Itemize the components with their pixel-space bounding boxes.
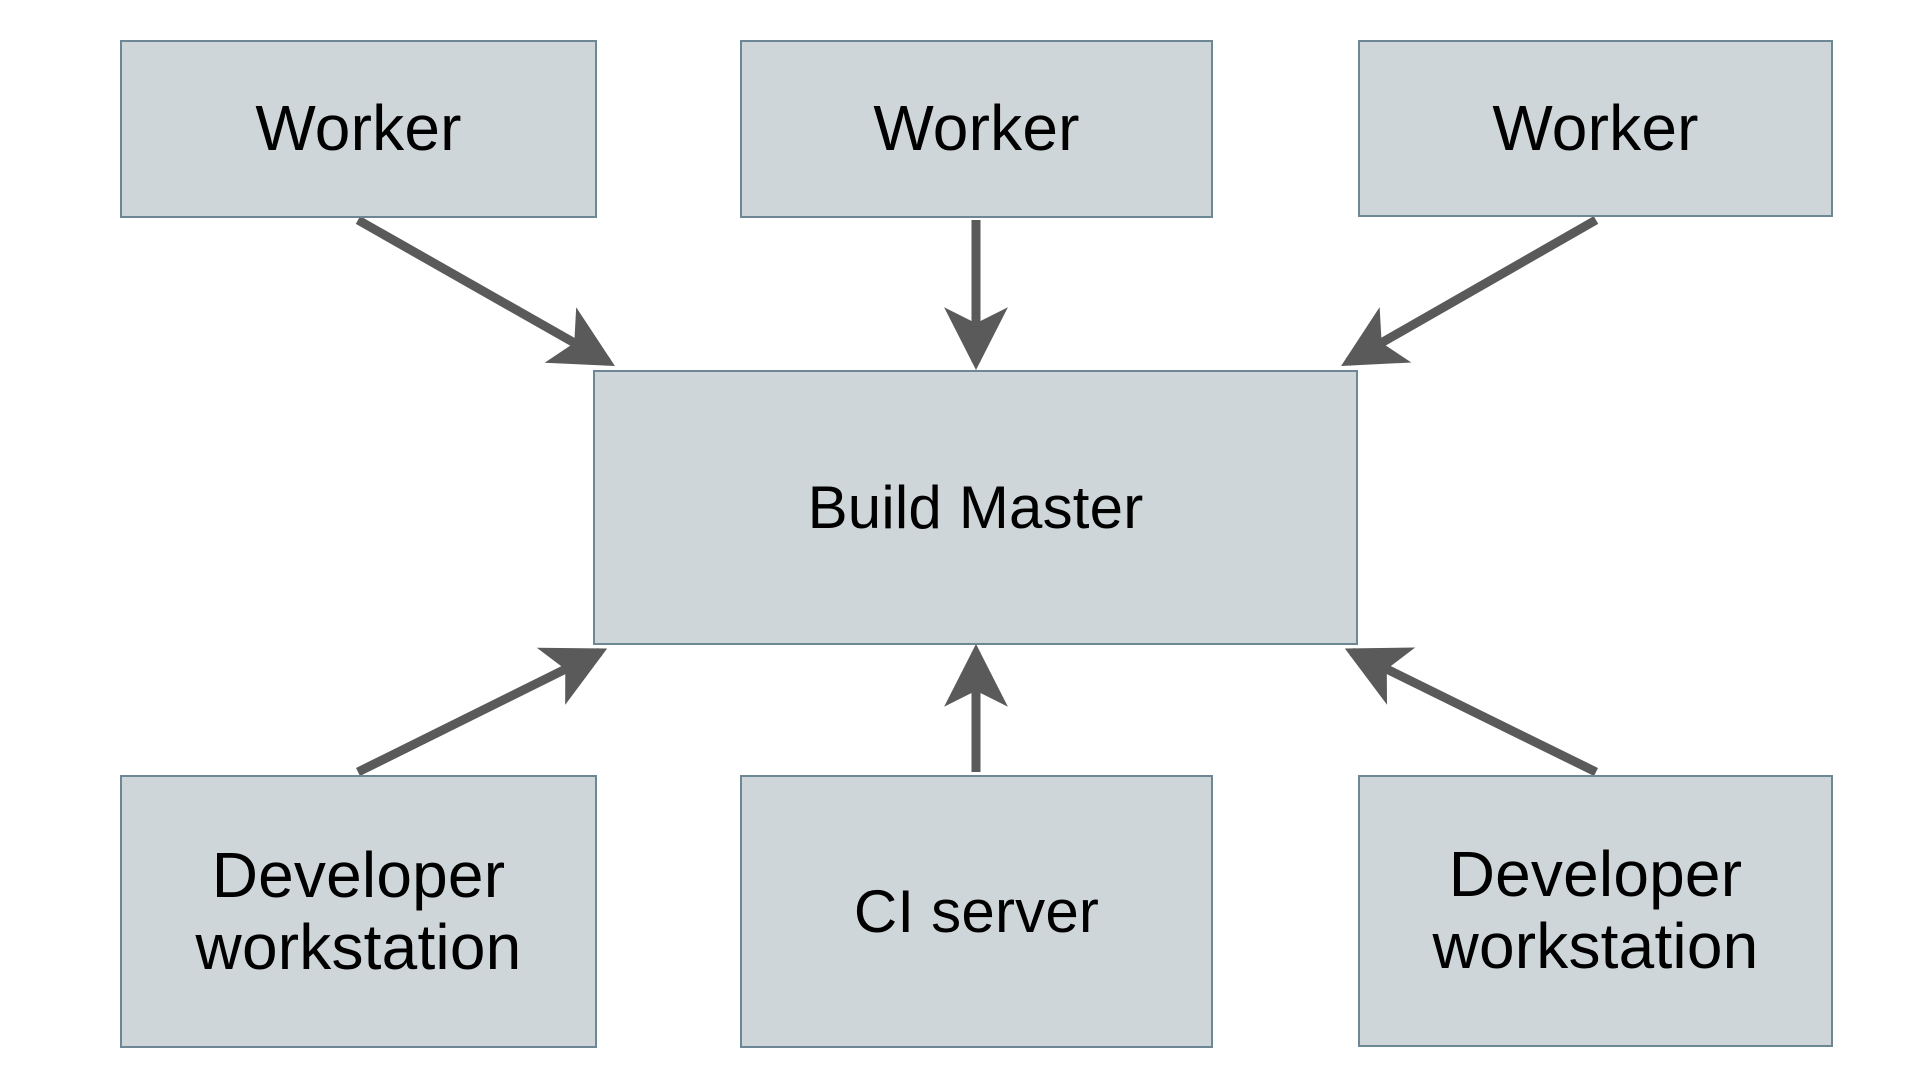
edge-worker-3-to-build-master (1341, 216, 1599, 366)
node-developer-workstation-left-label: Developer workstation (195, 838, 522, 983)
node-worker-1[interactable]: Worker (120, 40, 597, 218)
node-worker-2[interactable]: Worker (740, 40, 1213, 218)
node-developer-workstation-left[interactable]: Developer workstation (120, 775, 597, 1048)
node-developer-workstation-right[interactable]: Developer workstation (1358, 775, 1833, 1047)
node-worker-1-label: Worker (255, 92, 462, 165)
edge-worker-1-to-build-master (355, 216, 615, 366)
node-developer-workstation-right-label: Developer workstation (1432, 838, 1759, 982)
node-ci-server-label: CI server (853, 877, 1100, 945)
node-worker-2-label: Worker (873, 92, 1080, 165)
node-build-master-label: Build Master (807, 473, 1144, 541)
edge-dev-ws-1-to-build-master (356, 647, 608, 777)
node-build-master[interactable]: Build Master (593, 370, 1358, 645)
node-ci-server[interactable]: CI server (740, 775, 1213, 1048)
edge-dev-ws-2-to-build-master (1344, 647, 1598, 777)
node-worker-3-label: Worker (1492, 91, 1699, 164)
node-worker-3[interactable]: Worker (1358, 40, 1833, 217)
